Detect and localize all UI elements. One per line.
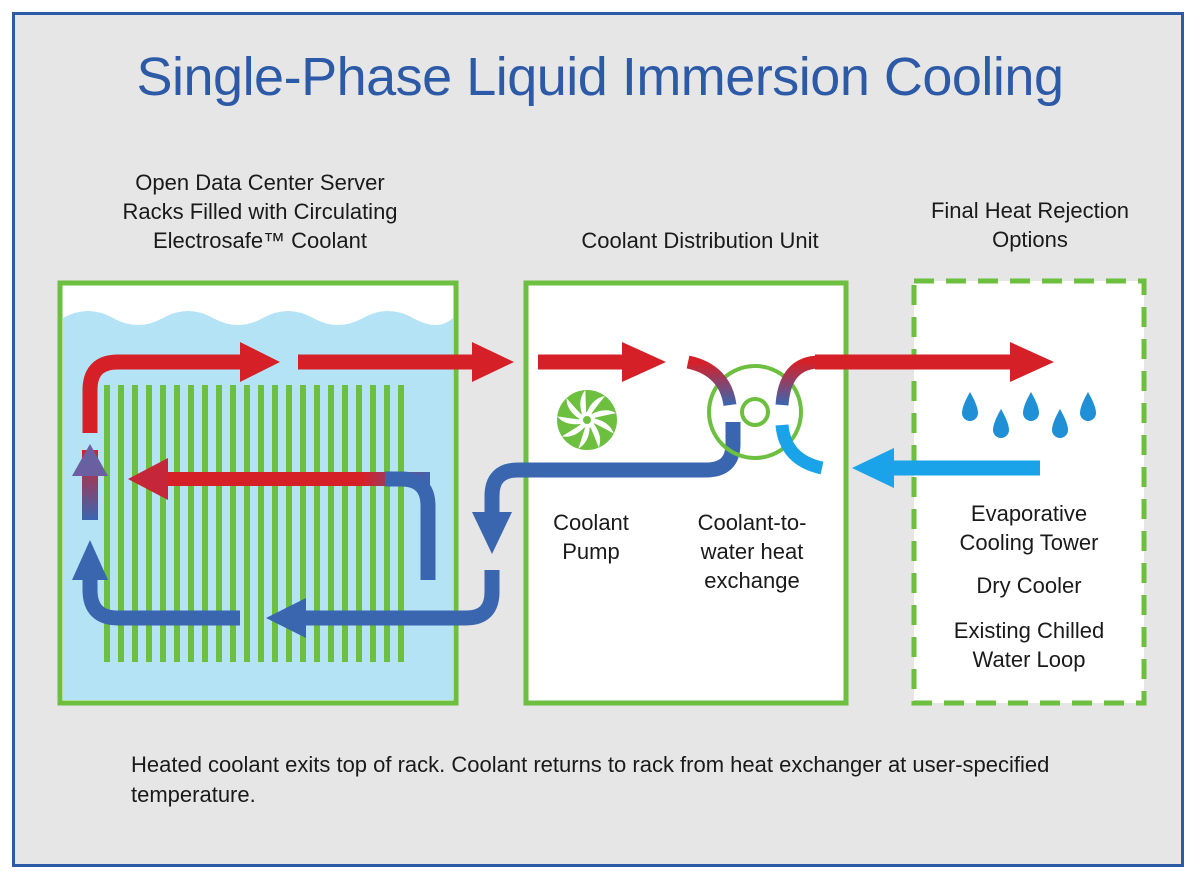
- cdu-label: Coolant Distribution Unit: [581, 228, 819, 253]
- return-up-arrow: [72, 540, 108, 580]
- caption: Heated coolant exits top of rack. Coolan…: [131, 752, 1050, 807]
- option-chilled-water: Existing Chilled Water Loop: [953, 618, 1105, 672]
- server-rack-tank: [57, 280, 459, 706]
- cool-return-flow: [300, 422, 741, 626]
- water-droplets-icon: [962, 392, 1096, 438]
- coolant-pump-icon: [557, 390, 617, 450]
- racks-label: Open Data Center Server Racks Filled wit…: [122, 170, 398, 253]
- down-arrow: [472, 512, 512, 554]
- rejection-label: Final Heat Rejection Options: [930, 198, 1130, 252]
- cool-return-loop: [82, 471, 436, 626]
- chilled-water-flow: [852, 448, 1040, 488]
- heat-exchanger-icon: [686, 355, 824, 475]
- option-evaporative: Evaporative Cooling Tower: [959, 501, 1099, 555]
- rising-flow-arrow: [72, 444, 108, 520]
- option-dry-cooler: Dry Cooler: [976, 573, 1082, 598]
- pump-label: Coolant Pump: [553, 510, 629, 564]
- exchanger-label: Coolant-to- water heat exchange: [697, 510, 807, 593]
- left-arrow: [266, 598, 306, 638]
- internal-flow-arrow: [128, 458, 430, 500]
- diagram-title: Single-Phase Liquid Immersion Cooling: [136, 47, 1064, 107]
- hot-water-flow: [815, 342, 1054, 382]
- cdu-box: [523, 280, 849, 706]
- hot-coolant-flow: [82, 342, 666, 433]
